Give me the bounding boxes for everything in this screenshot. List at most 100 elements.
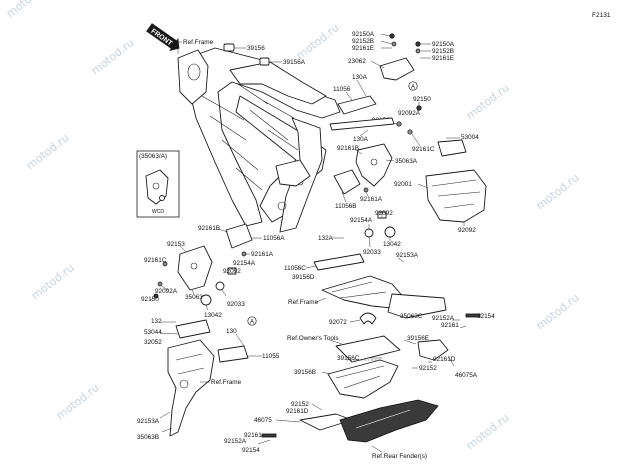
part-label: 92152 <box>419 365 437 372</box>
part-label: 92161D <box>286 408 309 415</box>
hanger-hole <box>179 379 189 389</box>
leader-line <box>459 325 467 329</box>
collar <box>384 226 396 238</box>
bracket-shape <box>225 223 253 249</box>
watermark-text: motod.ru <box>534 171 582 212</box>
part-label: 130 <box>226 328 237 335</box>
bracket-hole <box>370 158 378 166</box>
part-label: 92161 <box>441 322 459 329</box>
leader-line <box>161 285 169 291</box>
leader-line <box>447 355 455 367</box>
part-label: 11056B <box>335 203 357 210</box>
part-label: 92092A <box>398 110 421 117</box>
part-label: 11056 <box>333 86 351 93</box>
washer <box>162 261 168 267</box>
leader-line <box>371 445 383 453</box>
part-label: 23062 <box>348 58 366 65</box>
part-label: 92161E <box>432 55 454 62</box>
part-label: 92161B <box>337 145 359 152</box>
part-label: 92033 <box>363 249 381 256</box>
bracket-23062 <box>379 33 421 81</box>
part-label: 92072 <box>329 319 347 326</box>
part-label: 92150 <box>413 96 431 103</box>
tail-cover <box>327 359 399 399</box>
bracket-46075a <box>417 339 449 361</box>
leader-line <box>217 228 229 233</box>
part-label: 53004 <box>461 134 479 141</box>
leader-line <box>179 245 187 253</box>
part-label: 92153A <box>396 252 419 259</box>
leader-line <box>417 183 429 189</box>
bolt-head <box>389 33 395 39</box>
part-label: 39156B <box>294 369 316 376</box>
washer <box>241 251 247 257</box>
part-label: 92152B <box>432 48 454 55</box>
ref-frame-lower: Ref.Frame <box>211 379 242 386</box>
part-label: 11055 <box>262 353 280 360</box>
case-ribs <box>431 179 481 209</box>
part-label: 92153A <box>137 418 160 425</box>
bracket-11056a <box>225 223 253 249</box>
part-label: 92152B <box>352 38 374 45</box>
part-label: 92092 <box>223 268 241 275</box>
ref-owners-tools: Ref.Owner's Tools <box>287 335 339 342</box>
leader-line <box>305 265 317 269</box>
inset-code: (35063/A) <box>139 153 167 160</box>
leader-line <box>205 304 209 311</box>
leader-line <box>321 371 331 375</box>
watermark-text: motod.ru <box>4 0 52 20</box>
frame-right-beam <box>229 61 327 105</box>
leader-line <box>159 411 171 419</box>
steering-head <box>177 49 209 105</box>
inset-note: WCD <box>152 209 164 215</box>
part-label: 92161A <box>251 251 274 258</box>
watermark-text: motod.ru <box>464 81 512 122</box>
frame-engine-mount <box>275 159 311 187</box>
part-label: 13042 <box>204 312 222 319</box>
fender-highlight <box>355 409 411 429</box>
inset-bolt <box>159 195 165 201</box>
frame-pivot <box>277 201 287 211</box>
bracket-shape <box>379 57 415 81</box>
figure-id: F2131 <box>592 12 611 19</box>
plate-53004 <box>437 139 467 157</box>
washer <box>391 41 397 47</box>
footrest-bar <box>387 293 447 319</box>
bracket-11056b <box>333 169 361 195</box>
leader-line <box>221 289 227 297</box>
clamp-92072 <box>359 312 377 325</box>
leader-line <box>235 333 245 347</box>
part-label: 92153 <box>167 241 185 248</box>
rubber-cap <box>223 43 235 52</box>
part-label: 13042 <box>383 241 401 248</box>
inset-hole <box>152 182 160 190</box>
circle-marker-a <box>247 316 257 326</box>
part-label: 92092 <box>458 227 476 234</box>
pin <box>261 433 277 438</box>
leader-line <box>345 91 353 101</box>
leader-line <box>385 159 395 162</box>
part-label: 92161C <box>412 146 435 153</box>
leader-line <box>329 339 343 345</box>
part-label: 92154 <box>242 447 260 454</box>
part-label: 32052 <box>144 339 162 346</box>
collar <box>215 281 225 291</box>
part-label: 92154A <box>350 217 373 224</box>
part-label: 130A <box>352 74 368 81</box>
leader-line <box>311 403 323 411</box>
part-label: 92150A <box>352 31 375 38</box>
leader-line <box>349 319 361 323</box>
leader-line <box>359 129 369 137</box>
part-label: 35063C <box>400 313 423 320</box>
part-label: 92152 <box>291 401 309 408</box>
leader-line <box>365 191 369 197</box>
rear-fender <box>339 399 439 443</box>
cap-39156a: 39156A <box>259 57 306 66</box>
bracket-hole <box>190 262 198 270</box>
leader-line <box>411 133 421 147</box>
part-label: 92161D <box>433 356 456 363</box>
mounting-rod <box>329 117 395 131</box>
part-label: 39156E <box>407 335 429 342</box>
spacer <box>227 267 237 275</box>
